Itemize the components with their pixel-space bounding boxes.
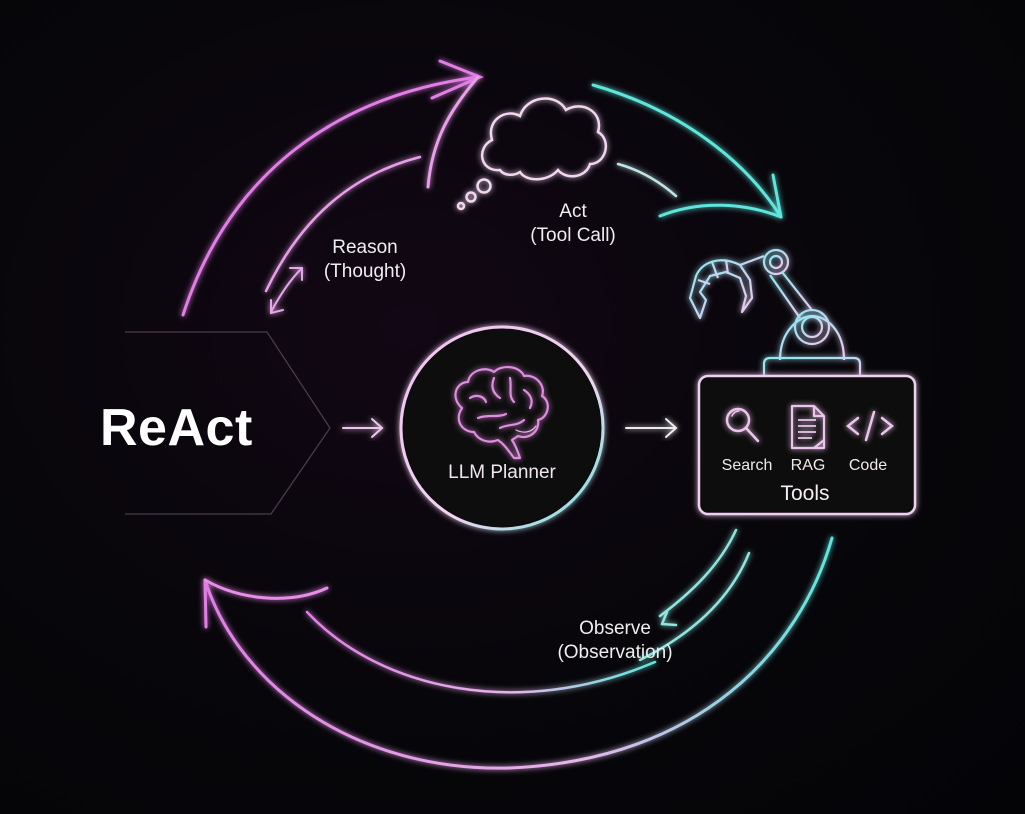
tools-box [697, 374, 917, 516]
observe-arc-arrow [638, 528, 751, 662]
react-title: ReAct [100, 399, 253, 457]
reason-label: Reason (Thought) [305, 236, 425, 284]
observe-label: Observe (Observation) [535, 617, 695, 665]
loop-back-arc-arrow [203, 536, 834, 770]
robot-arm-icon [688, 248, 862, 376]
thought-cloud-icon [456, 97, 608, 211]
planner-label: LLM Planner [448, 462, 556, 483]
act-arc-arrow [591, 83, 783, 219]
react-chevron-shape [125, 331, 331, 515]
act-label-line1: Act [559, 201, 587, 222]
reason-double-arrow [270, 267, 303, 315]
code-brackets-icon [845, 410, 895, 442]
observe-label-line1: Observe [579, 618, 651, 639]
tool-label-search: Search [721, 457, 773, 474]
observe-label-line2: (Observation) [557, 642, 673, 663]
act-label: Act (Tool Call) [508, 200, 638, 248]
tool-label-rag: RAG [790, 457, 826, 474]
act-label-line2: (Tool Call) [530, 225, 616, 246]
tools-title: Tools [780, 482, 830, 505]
magnifier-icon [725, 407, 760, 443]
tool-label-code: Code [848, 457, 888, 474]
reason-arc-arrow [181, 59, 484, 317]
flow-arrow-2 [625, 418, 678, 438]
brain-icon [454, 366, 549, 460]
reason-label-line1: Reason [332, 237, 398, 258]
flow-arrow-1 [342, 418, 384, 438]
document-icon [790, 404, 826, 450]
reason-label-line2: (Thought) [323, 261, 407, 282]
